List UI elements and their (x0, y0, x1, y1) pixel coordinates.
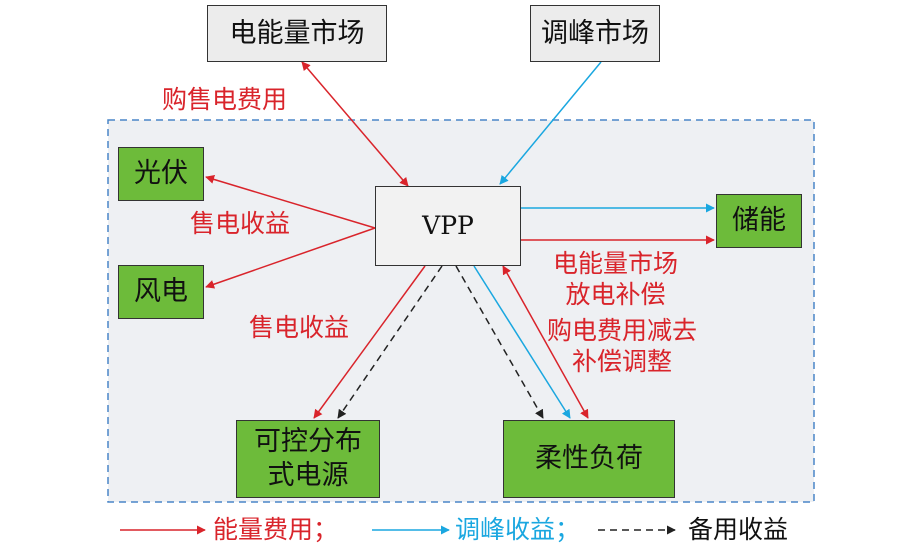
arrow-vpp-load-energy (502, 265, 589, 419)
flexible-load-label: 柔性负荷 (535, 443, 643, 475)
flexible-load-node: 柔性负荷 (503, 420, 675, 498)
storage-node: 储能 (716, 194, 802, 248)
vpp-label: VPP (422, 211, 474, 241)
sell-revenue-label-bottom: 售电收益 (249, 313, 350, 342)
load-adjustment-line2: 补偿调整 (572, 347, 673, 377)
controllable-dg-label-line2: 式电源 (267, 460, 349, 491)
arrow-vpp-dg-energy (313, 265, 426, 419)
pv-node: 光伏 (118, 147, 204, 201)
storage-compensation-label: 电能量市场 放电补偿 (553, 248, 678, 311)
sell-revenue-label-top: 售电收益 (190, 209, 291, 238)
energy-market-label: 电能量市场 (229, 17, 365, 49)
arrow-energy-market-vpp (301, 61, 409, 187)
storage-compensation-line2: 放电补偿 (565, 280, 666, 310)
arrow-vpp-wind (205, 227, 376, 289)
arrow-peak-market-vpp (499, 61, 602, 185)
load-adjustment-label: 购电费用减去 补偿调整 (547, 315, 697, 378)
load-adjustment-line1: 购电费用减去 (547, 316, 698, 345)
legend-peak-text: 调峰收益； (455, 515, 581, 544)
legend-energy-text: 能量费用； (213, 515, 339, 544)
controllable-dg-node: 可控分布 式电源 (236, 420, 380, 498)
vpp-node: VPP (375, 186, 521, 266)
arrow-vpp-pv (205, 175, 376, 229)
wind-node: 风电 (118, 265, 204, 319)
peak-market-label: 调峰市场 (541, 17, 649, 49)
arrow-vpp-dg-reserve (337, 265, 443, 419)
pv-label: 光伏 (134, 158, 188, 190)
wind-label: 风电 (134, 276, 188, 308)
energy-market-node: 电能量市场 (207, 5, 387, 62)
storage-label: 储能 (732, 205, 786, 237)
peak-market-node: 调峰市场 (530, 5, 660, 62)
purchase-cost-label: 购售电费用 (162, 85, 288, 114)
controllable-dg-label-line1: 可控分布 (254, 426, 362, 458)
legend-reserve-text: 备用收益 (688, 515, 789, 544)
vpp-boundary (107, 119, 815, 503)
storage-compensation-line1: 电能量市场 (553, 249, 679, 278)
